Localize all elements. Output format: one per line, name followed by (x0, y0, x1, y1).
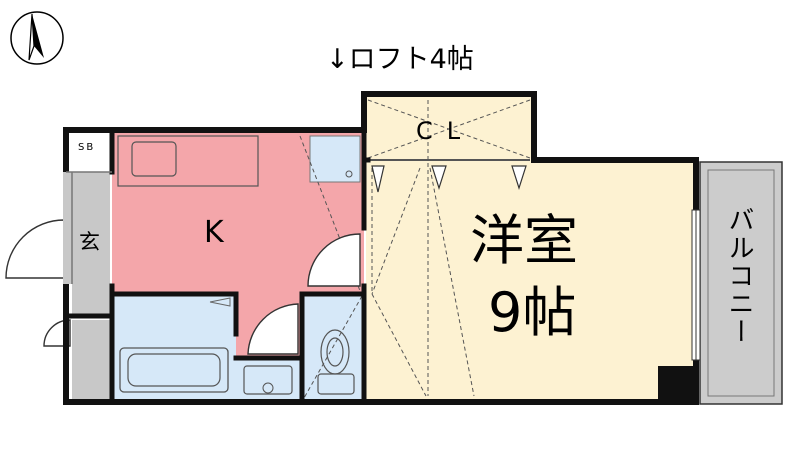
north-arrow-icon (10, 11, 64, 65)
pillar (658, 366, 696, 402)
loft-label: ↓ロフト4帖 (326, 44, 474, 75)
kitchen-label: K (204, 215, 224, 250)
shoe-box-area (72, 136, 110, 170)
balcony-area (699, 161, 783, 405)
toilet-icon (317, 329, 355, 395)
closet-label: CL (416, 117, 475, 145)
kitchen-counter (117, 135, 259, 187)
entrance-label: 玄 (79, 230, 100, 254)
refrigerator-space (309, 135, 361, 183)
toilet-room-area (304, 296, 364, 400)
shoe-box-label: SB (78, 142, 96, 153)
entrance-area (72, 172, 110, 314)
western-room-size: 9帖 (488, 281, 577, 344)
western-room-area (366, 160, 696, 400)
western-room-label: 洋室 (470, 209, 578, 272)
balcony-label: バルコニー (724, 206, 754, 346)
bathtub (119, 347, 229, 393)
